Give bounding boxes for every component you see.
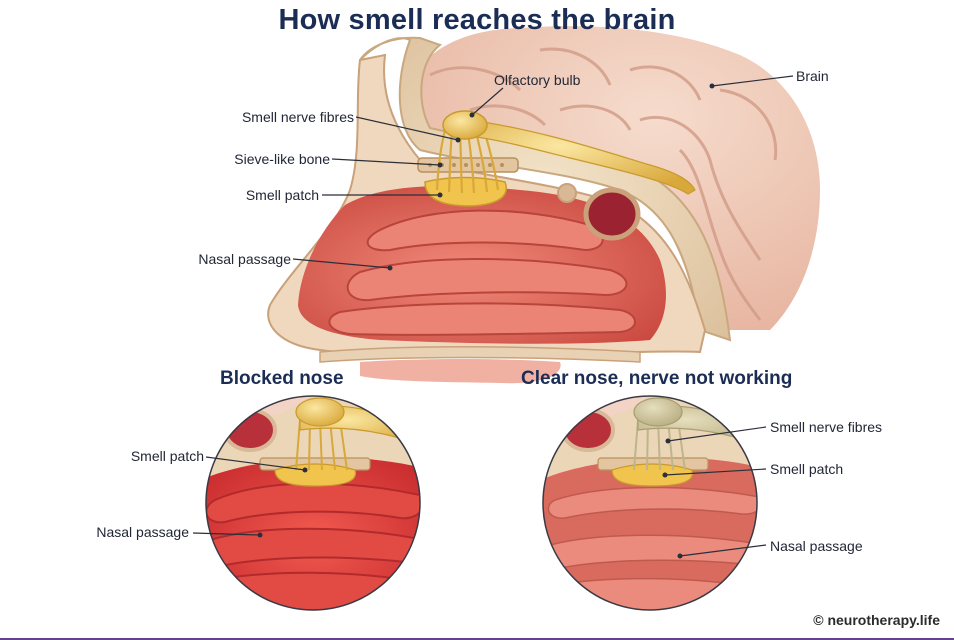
blocked-label-smell-patch: Smell patch [130, 448, 204, 464]
label-nasal-passage: Nasal passage [198, 251, 291, 267]
label-smell-patch: Smell patch [245, 187, 319, 203]
clear-nose-inset [542, 395, 758, 611]
blocked-nose-heading: Blocked nose [220, 368, 344, 389]
olfactory-tract [469, 119, 696, 195]
watermark: © neurotherapy.life [813, 612, 940, 628]
clear-label-nasal-passage: Nasal passage [770, 538, 863, 554]
label-brain: Brain [796, 68, 829, 84]
clear-label-smell-patch: Smell patch [770, 461, 844, 477]
blocked-label-nasal-passage: Nasal passage [96, 524, 189, 540]
blocked-nose-inset [205, 395, 421, 611]
main-cross-section [267, 26, 820, 384]
palate [319, 346, 641, 363]
olfactory-bulb-shape [442, 110, 488, 140]
bottom-border [0, 638, 954, 640]
label-smell-nerve-fibres: Smell nerve fibres [241, 109, 354, 125]
label-sieve-like-bone: Sieve-like bone [234, 151, 330, 167]
clear-nose-heading: Clear nose, nerve not working [521, 368, 793, 389]
brain-shape [404, 26, 820, 330]
clear-label-smell-nerve-fibres: Smell nerve fibres [770, 419, 883, 435]
sphenoid-sinus [583, 187, 641, 241]
label-olfactory-bulb: Olfactory bulb [494, 72, 581, 88]
page-title: How smell reaches the brain [278, 4, 676, 36]
skull-bone [359, 36, 732, 342]
